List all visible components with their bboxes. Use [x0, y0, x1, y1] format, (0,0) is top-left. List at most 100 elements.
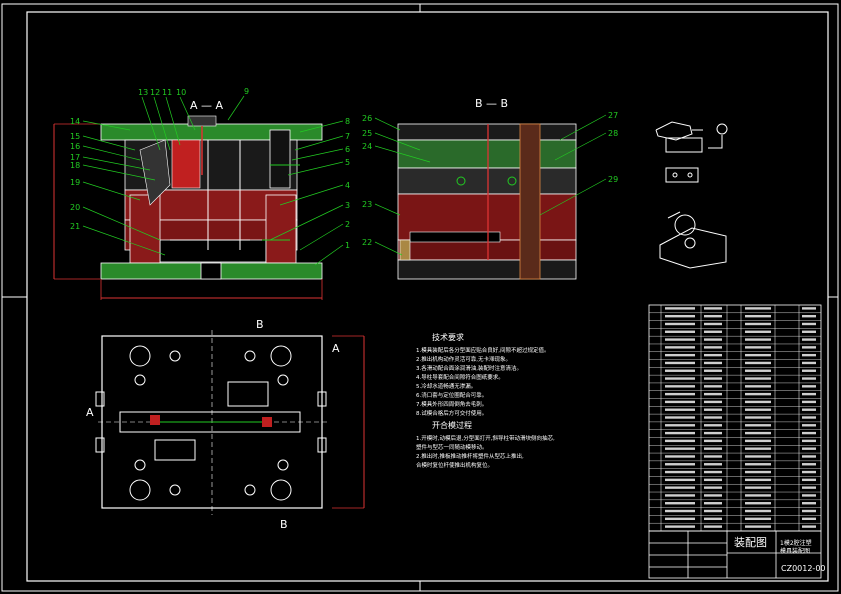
- bom-cell-text: [665, 377, 695, 380]
- balloon-22: 22: [362, 238, 372, 247]
- bom-cell-text: [665, 400, 695, 404]
- svg-text:1.模具装配后各分型面应贴合良好,间隙不超过规定值。: 1.模具装配后各分型面应贴合良好,间隙不超过规定值。: [416, 346, 550, 354]
- bom-cell-text: [745, 361, 771, 365]
- bom-cell-text: [802, 431, 816, 435]
- balloon-19: 19: [70, 178, 80, 187]
- svg-text:合模时复位杆使推出机构复位。: 合模时复位杆使推出机构复位。: [416, 461, 493, 469]
- bom-cell-text: [665, 392, 695, 396]
- cut-label-a-right: A: [332, 342, 340, 355]
- product-name-2: 模具装配图: [780, 547, 810, 555]
- balloon-5: 5: [345, 158, 350, 167]
- bom-cell-text: [802, 439, 816, 443]
- bom-cell-text: [745, 330, 771, 333]
- balloons-a-top: 13 12 11 10 9: [138, 87, 249, 97]
- balloon-26: 26: [362, 114, 372, 123]
- bom-cell-text: [665, 416, 695, 419]
- balloon-2: 2: [345, 220, 350, 229]
- bom-cell-text: [704, 400, 722, 404]
- part-sketches: [655, 121, 728, 269]
- bom-cell-text: [665, 330, 695, 333]
- balloon-12: 12: [150, 88, 160, 97]
- bom-cell-text: [745, 346, 771, 349]
- bom-cell-text: [745, 517, 771, 521]
- bom-cell-text: [704, 439, 722, 443]
- bom-cell-text: [802, 369, 816, 372]
- bom-cell-text: [704, 385, 722, 388]
- leaders-a-top: [141, 95, 245, 151]
- technical-notes: 技术要求 1.模具装配后各分型面应贴合良好,间隙不超过规定值。 2.推出机构动作…: [416, 332, 555, 469]
- bom-cell-text: [704, 478, 722, 482]
- section-b-title: B — B: [475, 97, 508, 110]
- bom-cell-text: [802, 385, 816, 388]
- cut-label-a-left: A: [86, 406, 94, 419]
- bom-cell-text: [745, 509, 771, 513]
- bom-cell-text: [745, 525, 771, 528]
- bom-cell-text: [802, 307, 816, 310]
- balloon-29: 29: [608, 175, 618, 184]
- bom-cell-text: [665, 509, 695, 513]
- bom-cell-text: [802, 494, 816, 497]
- bom-cell-text: [745, 392, 771, 396]
- bom-cell-text: [802, 502, 816, 505]
- bom-cell-text: [704, 502, 722, 505]
- cut-label-b-top: B: [256, 318, 264, 331]
- bom-cell-text: [665, 361, 695, 365]
- bom-cell-text: [704, 486, 722, 489]
- bom-cell-text: [745, 502, 771, 505]
- bom-cell-text: [704, 369, 722, 372]
- balloon-23: 23: [362, 200, 372, 209]
- balloon-20: 20: [70, 203, 80, 212]
- bom-cell-text: [802, 314, 816, 318]
- bom-cell-text: [665, 478, 695, 482]
- bom-cell-text: [802, 455, 816, 458]
- drawing-name: 装配图: [734, 536, 767, 549]
- bom-cell-text: [745, 400, 771, 404]
- bom-cell-text: [704, 392, 722, 396]
- bom-cell-text: [802, 470, 816, 474]
- bom-cell-text: [665, 455, 695, 458]
- balloon-3: 3: [345, 201, 350, 210]
- bom-cell-text: [665, 314, 695, 318]
- bom-cell-text: [665, 431, 695, 435]
- svg-text:8.试模合格后方可交付使用。: 8.试模合格后方可交付使用。: [416, 409, 487, 417]
- bom-cell-text: [802, 377, 816, 380]
- balloon-11: 11: [162, 88, 172, 97]
- bom-cell-text: [704, 353, 722, 357]
- bom-cell-text: [802, 330, 816, 333]
- bom-cell-text: [704, 424, 722, 427]
- bom-cell-text: [665, 502, 695, 505]
- bom-cell-text: [802, 463, 816, 466]
- bom-cell-text: [665, 338, 695, 341]
- svg-text:1.开模时,动模后退,分型面打开,斜导柱带动滑块侧向抽芯,: 1.开模时,动模后退,分型面打开,斜导柱带动滑块侧向抽芯,: [416, 434, 555, 442]
- section-a-title: A — A: [190, 99, 224, 112]
- bom-cell-text: [802, 392, 816, 396]
- balloon-1: 1: [345, 241, 350, 250]
- bom-cell-text: [802, 361, 816, 365]
- leaders-a-left: [82, 120, 166, 256]
- bom-cell-text: [802, 424, 816, 427]
- bom-cell-text: [665, 439, 695, 443]
- bom-cell-text: [665, 525, 695, 528]
- centering-marks: [2, 4, 838, 591]
- balloon-24: 24: [362, 142, 372, 151]
- balloon-16: 16: [70, 142, 80, 151]
- balloon-15: 15: [70, 132, 80, 141]
- bom-cell-text: [802, 322, 816, 326]
- drawing-number: CZ0012-00: [781, 564, 826, 573]
- balloon-8: 8: [345, 117, 350, 126]
- svg-text:2.推出时,推板推动推杆将塑件从型芯上推出,: 2.推出时,推板推动推杆将塑件从型芯上推出,: [416, 452, 524, 460]
- leaders-a-right: [269, 120, 344, 266]
- balloon-18: 18: [70, 161, 80, 170]
- bom-cell-text: [665, 307, 695, 310]
- cut-label-b-bottom: B: [280, 518, 288, 531]
- bom-cell-text: [745, 431, 771, 435]
- bom-cell-text: [802, 447, 816, 450]
- product-name-1: 1模2腔注塑: [780, 539, 812, 547]
- bom-cell-text: [704, 525, 722, 528]
- bom-cell-text: [704, 346, 722, 349]
- balloon-14: 14: [70, 117, 80, 126]
- bom-cell-text: [665, 424, 695, 427]
- bom-cell-text: [704, 447, 722, 450]
- svg-text:7.模具外形四周倒角去毛刺。: 7.模具外形四周倒角去毛刺。: [416, 400, 487, 408]
- bom-cell-text: [665, 369, 695, 372]
